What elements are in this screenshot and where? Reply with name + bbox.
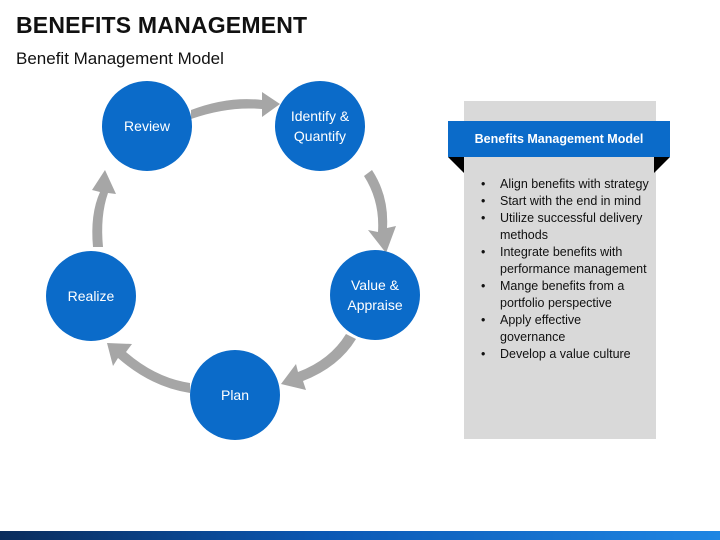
cycle-arrows: [92, 92, 396, 393]
list-item: Align benefits with strategy: [479, 176, 649, 193]
list-item: Apply effective governance: [479, 312, 649, 346]
node-review: [102, 81, 192, 171]
list-item: Start with the end in mind: [479, 193, 649, 210]
node-value-label-line1: Value &: [351, 277, 400, 293]
node-identify-label-line1: Identify &: [291, 108, 350, 124]
banner-fold-right: [654, 157, 670, 173]
arrow-review-to-identify: [191, 92, 280, 119]
node-realize-label: Realize: [68, 288, 115, 304]
list-item: Mange benefits from a portfolio perspect…: [479, 278, 649, 312]
page-subtitle: Benefit Management Model: [16, 49, 224, 68]
page-title: BENEFITS MANAGEMENT: [16, 12, 308, 38]
list-item: Utilize successful delivery methods: [479, 210, 649, 244]
arrow-value-to-plan: [281, 334, 356, 390]
benefit-principles-list: Align benefits with strategy Start with …: [479, 176, 649, 363]
node-review-label: Review: [124, 118, 171, 134]
stray-plan-label: Plan: [362, 344, 384, 356]
node-identify-label-line2: Quantify: [294, 128, 346, 144]
node-realize: [46, 251, 136, 341]
arrow-realize-to-review: [92, 170, 116, 247]
cycle-nodes: Review Identify & Quantify Value & Appra…: [46, 81, 420, 440]
list-item: Integrate benefits with performance mana…: [479, 244, 649, 278]
footer-bar: [0, 531, 720, 540]
arrow-identify-to-value: [364, 170, 396, 253]
node-value-label-line2: Appraise: [347, 297, 402, 313]
node-identify: [275, 81, 365, 171]
list-item: Develop a value culture: [479, 346, 649, 363]
node-value: [330, 250, 420, 340]
node-plan: [190, 350, 280, 440]
node-plan-label: Plan: [221, 387, 249, 403]
panel-heading: Benefits Management Model: [448, 121, 670, 157]
arrow-plan-to-realize: [107, 343, 190, 393]
banner-fold-left: [448, 157, 464, 173]
